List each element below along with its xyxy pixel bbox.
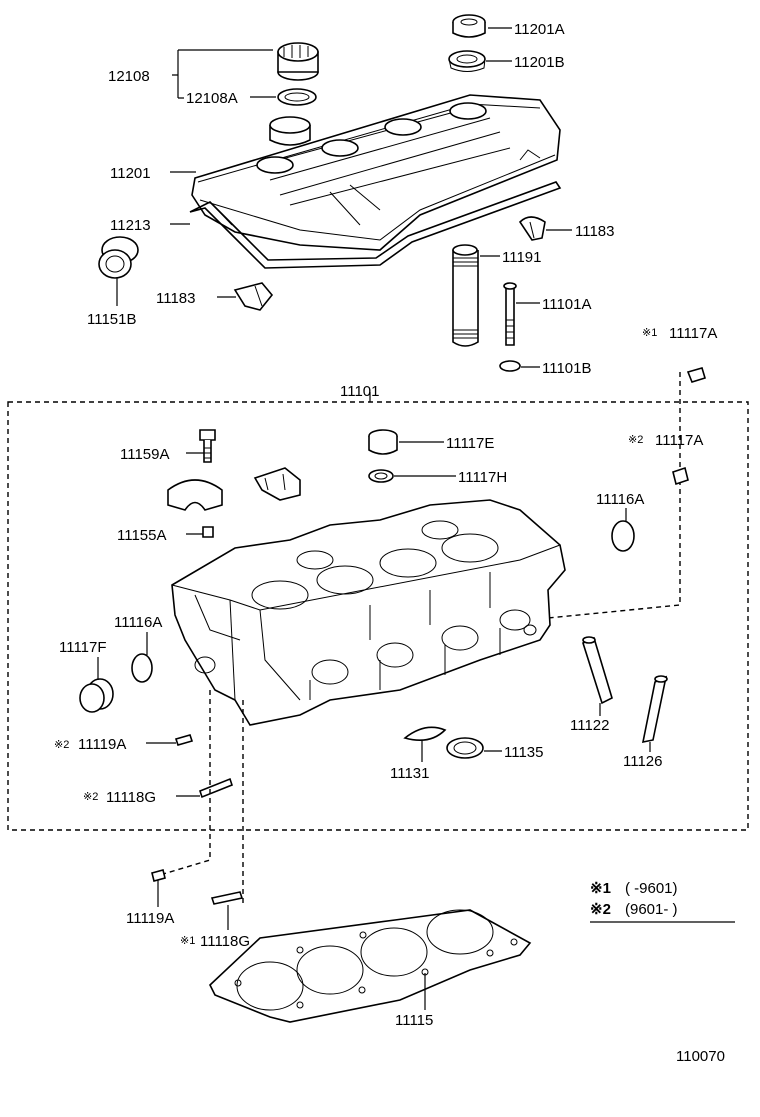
label-11119A-inner: 11119A — [78, 736, 126, 753]
cylinder-head — [171, 499, 566, 726]
label-11116A-left: 11116A — [114, 614, 162, 631]
mark-1-b: ※1 — [180, 935, 195, 947]
label-11135: 11135 — [504, 744, 544, 761]
intake-valve-guide — [582, 636, 613, 705]
spark-plug-tube — [452, 244, 479, 347]
legend-mark-2: ※2 — [590, 901, 611, 918]
label-11117E: 11117E — [446, 435, 494, 452]
cover-plug-top — [452, 14, 486, 38]
seal-ring — [446, 737, 484, 759]
exhaust-valve-guide — [641, 675, 668, 744]
camshaft-bearing-cap-bolt — [199, 429, 216, 463]
stud-bolt — [503, 282, 517, 346]
label-11201B: 11201B — [514, 54, 565, 71]
label-11155A: 11155A — [117, 527, 167, 544]
mark-1-a: ※1 — [642, 327, 657, 339]
pin-11118G-outer — [210, 891, 244, 905]
legend-mark-1: ※1 — [590, 880, 611, 897]
mark-2-b: ※2 — [54, 739, 69, 751]
label-12108: 12108 — [108, 68, 150, 85]
label-11126: 11126 — [623, 753, 663, 770]
label-11116A-right: 11116A — [596, 491, 644, 508]
camshaft-bearing-cap-b — [253, 467, 301, 501]
stud-washer — [499, 360, 521, 372]
cover-plug-seal — [448, 50, 486, 72]
camshaft-bearing-cap-a — [167, 479, 223, 511]
expansion-plug-left — [131, 653, 153, 683]
cap-gasket — [277, 88, 317, 106]
label-11191: 11191 — [502, 249, 542, 266]
taper-screw-plug — [79, 678, 114, 713]
pin-11119A-outer — [151, 869, 166, 882]
insert-gasket — [403, 726, 447, 741]
label-11117F: 11117F — [59, 639, 107, 656]
label-11118G-inner: 11118G — [106, 789, 156, 806]
label-11183-left: 11183 — [156, 290, 196, 307]
label-11117A-1: 11117A — [669, 325, 717, 342]
label-11183-top: 11183 — [575, 223, 615, 240]
pin-11118G-inner — [199, 777, 233, 799]
label-11151B: 11151B — [87, 311, 137, 328]
label-11101: 11101 — [340, 383, 380, 400]
half-moon-plug-top — [518, 216, 546, 241]
label-11213: 11213 — [110, 217, 151, 234]
legend-range-2: (9601- ) — [625, 901, 678, 918]
label-11118G-outer: 11118G — [200, 933, 250, 950]
pin-11119A-inner — [174, 734, 194, 746]
cylinder-head-cover — [191, 94, 561, 251]
straight-pin — [202, 526, 214, 538]
mark-2-a: ※2 — [628, 434, 643, 446]
label-11131: 11131 — [390, 765, 430, 782]
label-11159A: 11159A — [120, 446, 170, 463]
label-11101A: 11101A — [542, 296, 592, 313]
head-cover-gasket — [189, 181, 562, 269]
half-moon-plug-left — [233, 282, 274, 311]
label-11201A: 11201A — [514, 21, 565, 38]
label-11122: 11122 — [570, 717, 610, 734]
label-11119A-outer: 11119A — [126, 910, 174, 927]
plug-gasket — [368, 469, 394, 483]
oil-filler-cap — [277, 42, 319, 81]
diagram-number: 110070 — [676, 1048, 725, 1065]
label-11101B: 11101B — [542, 360, 592, 377]
legend: ※1 ( -9601) ※2 (9601- ) — [590, 880, 678, 918]
label-12108A: 12108A — [186, 90, 238, 107]
label-11115: 11115 — [395, 1012, 433, 1029]
screw-plug — [368, 429, 398, 455]
label-11117H: 11117H — [458, 469, 507, 486]
camshaft-oil-seal — [98, 236, 139, 279]
plug-inner — [672, 466, 689, 486]
expansion-plug-right — [611, 520, 635, 552]
mark-2-c: ※2 — [83, 791, 98, 803]
label-11117A-2: 11117A — [655, 432, 703, 449]
legend-range-1: ( -9601) — [625, 880, 678, 897]
plug-outer — [686, 367, 706, 383]
cylinder-head-gasket — [209, 909, 532, 1023]
label-11201: 11201 — [110, 165, 151, 182]
